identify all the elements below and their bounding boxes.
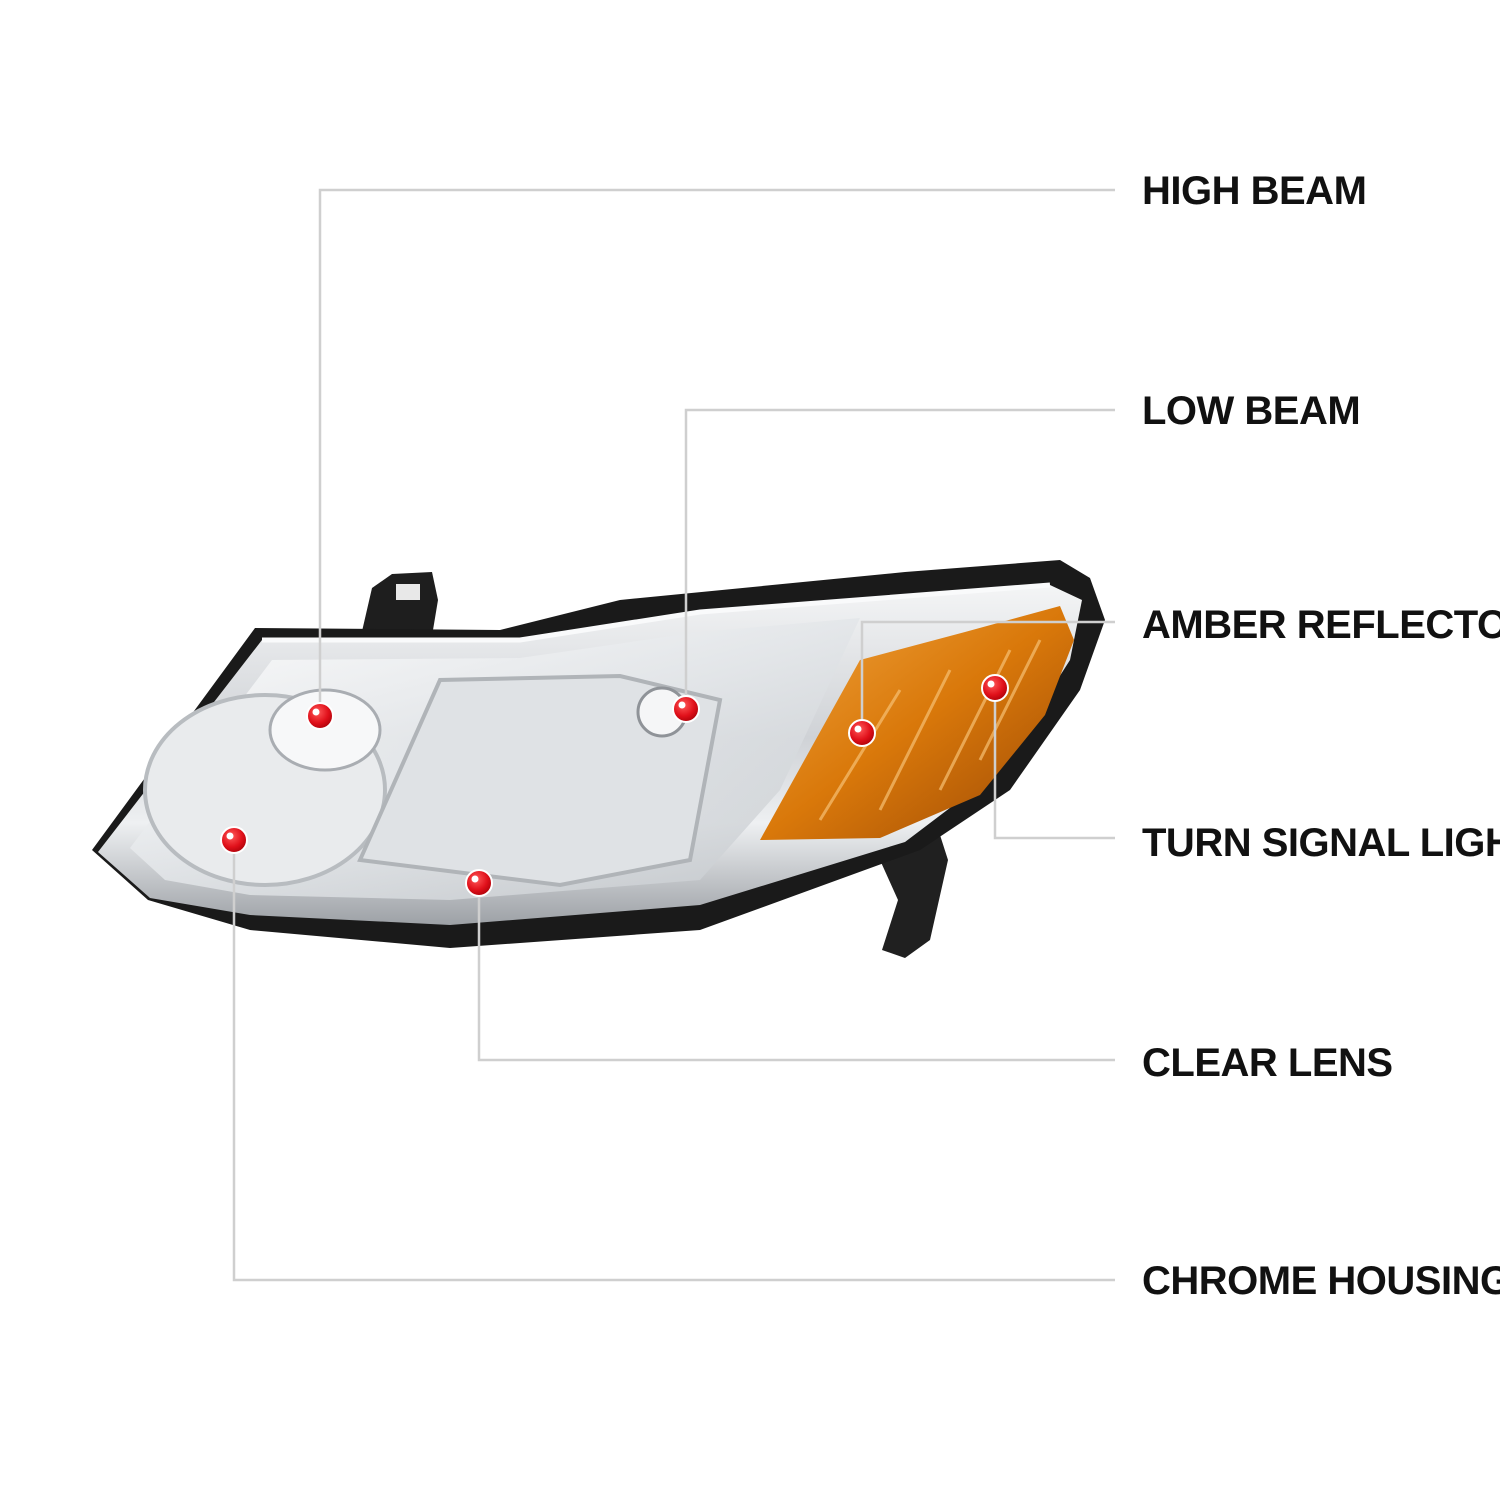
marker-turn-signal-light	[981, 674, 1009, 702]
leader-low-beam	[684, 408, 1115, 695]
high-beam-bulb-shroud	[268, 688, 382, 772]
leader-turn-signal-light	[993, 690, 1115, 840]
headlight-assembly	[92, 560, 1105, 958]
marker-clear-lens	[465, 869, 493, 897]
leader-chrome-housing	[232, 842, 1115, 1282]
marker-chrome-housing	[220, 826, 248, 854]
marker-high-beam	[306, 702, 334, 730]
label-chrome-housing: CHROME HOUSING	[1142, 1259, 1500, 1303]
mounting-bracket-bottom	[880, 835, 948, 958]
callout-labels: HIGH BEAM LOW BEAM AMBER REFLECTOR TURN …	[1142, 169, 1500, 1303]
amber-reflector-lens	[760, 606, 1074, 840]
marker-low-beam	[672, 695, 700, 723]
low-beam-reflector	[357, 673, 723, 888]
label-high-beam: HIGH BEAM	[1142, 169, 1366, 213]
callout-markers	[220, 674, 1009, 897]
label-turn-signal-light: TURN SIGNAL LIGHT	[1142, 821, 1500, 865]
marker-amber-reflector	[848, 719, 876, 747]
label-amber-reflector: AMBER REFLECTOR	[1142, 603, 1500, 647]
amber-reflector-facets	[818, 639, 1042, 821]
leader-clear-lens	[477, 885, 1115, 1062]
leader-amber-reflector	[860, 620, 1115, 732]
label-low-beam: LOW BEAM	[1142, 389, 1360, 433]
leader-lines	[232, 188, 1115, 1282]
label-clear-lens: CLEAR LENS	[1142, 1041, 1393, 1085]
bracket-clip	[396, 584, 420, 600]
leader-high-beam	[318, 188, 1115, 718]
chrome-trim-top	[262, 582, 1051, 643]
